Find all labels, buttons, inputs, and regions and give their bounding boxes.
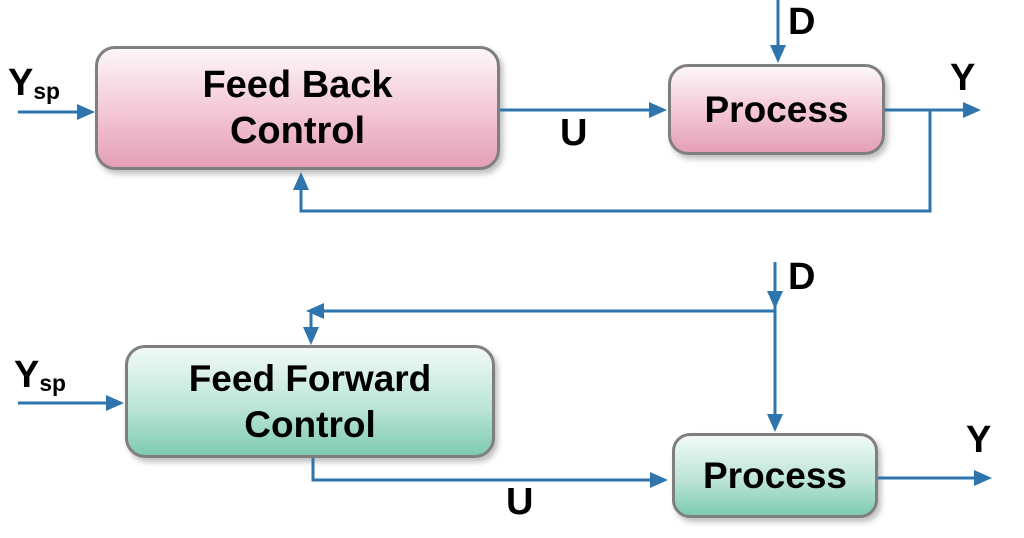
feedforward-controller-label-line2: Control: [244, 403, 376, 445]
feedback-setpoint-subscript: sp: [33, 78, 60, 105]
feedback-process-block: Process: [668, 64, 885, 155]
feedback-setpoint-arrow: [18, 104, 95, 120]
feedforward-output-arrow: [878, 470, 992, 486]
feedback-output-arrow: [885, 102, 981, 118]
feedforward-control-signal-arrow: [311, 458, 668, 488]
feedforward-output-label: Y: [966, 419, 992, 461]
feedforward-disturbance-label: D: [788, 256, 816, 298]
feedback-output-label: Y: [950, 57, 976, 99]
feedback-setpoint-label: Ysp: [8, 62, 60, 105]
feedforward-process-block: Process: [672, 433, 878, 518]
feedback-disturbance-label: D: [788, 1, 816, 43]
feedforward-control-signal-label: U: [506, 481, 534, 523]
feedback-controller-block: Feed Back Control: [95, 46, 500, 170]
feedforward-controller-label-line1: Feed Forward: [188, 358, 432, 400]
feedforward-setpoint-label: Ysp: [14, 354, 66, 397]
feedback-controller-label-line2: Control: [229, 110, 366, 152]
feedback-disturbance-arrow: [770, 0, 786, 63]
feedback-process-label: Process: [704, 88, 849, 130]
feedforward-setpoint-arrow: [18, 395, 124, 411]
feedforward-controller-block: Feed Forward Control: [125, 345, 495, 458]
feedback-controller-label-line1: Feed Back: [202, 63, 393, 106]
feedforward-setpoint-subscript: sp: [39, 370, 66, 397]
feedback-control-signal-label: U: [560, 112, 588, 154]
feedforward-disturbance-branch-arrow: [303, 303, 775, 345]
feedforward-process-label: Process: [703, 454, 847, 496]
feedforward-disturbance-arrow: [767, 262, 783, 432]
